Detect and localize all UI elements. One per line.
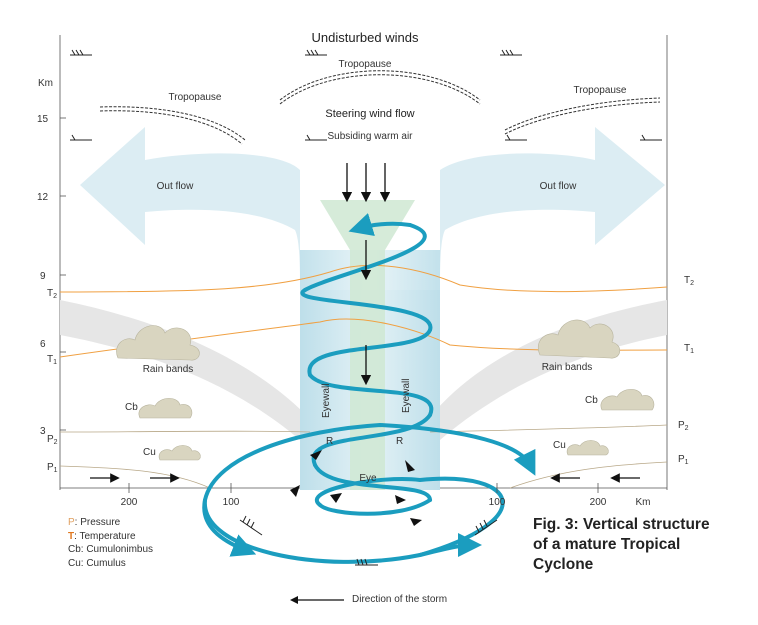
pressure-line-p1-left: [59, 465, 211, 489]
cb-right-label: Cb: [585, 395, 598, 406]
tropopause-left-label: Tropopause: [169, 92, 222, 103]
eyewall-left-label: Eyewall: [321, 384, 332, 418]
left-t2-marker: T2: [47, 288, 57, 300]
wind-barb-icon: [505, 134, 527, 141]
left-t1-marker: T1: [47, 354, 57, 366]
radius-right-label: R: [396, 436, 403, 447]
pressure-line-p2-right: [429, 424, 668, 433]
y-axis-unit: Km: [38, 78, 53, 89]
right-t2-marker: T2: [684, 275, 694, 287]
cloud-cu-left-icon: [158, 445, 201, 461]
legend: P: Pressure T: Temperature Cb: Cumulonim…: [68, 516, 153, 570]
figure-caption: Fig. 3: Vertical structure of a mature T…: [533, 515, 710, 575]
tropopause-left: [99, 106, 246, 141]
radius-left-label: R: [326, 436, 333, 447]
legend-p-text: : Pressure: [74, 517, 121, 528]
outflow-right-label: Out flow: [540, 181, 577, 192]
legend-t-key: T: [68, 530, 75, 542]
eye-label: Eye: [359, 473, 377, 484]
tropopause-right-2: [504, 101, 661, 135]
subsiding-arrows: [341, 163, 391, 386]
wind-flag-icon: [405, 460, 415, 472]
pressure-line-p1-right: [509, 461, 668, 489]
y-tick-15: 15: [37, 114, 49, 125]
distance-left-200: 200: [121, 497, 138, 508]
y-ticks: [60, 117, 66, 431]
cb-left-label: Cb: [125, 402, 138, 413]
caption-line-1: Fig. 3: Vertical structure: [533, 516, 710, 533]
storm-direction-label: Direction of the storm: [352, 594, 448, 605]
wind-barb-icon: [70, 134, 92, 141]
tropopause-left-2: [99, 110, 243, 145]
wind-barb-icon: [474, 519, 498, 536]
outflow-left-label: Out flow: [157, 181, 194, 192]
legend-pressure: P: Pressure: [68, 516, 153, 530]
wind-barb-icon: [305, 134, 327, 141]
distance-ticks: [128, 483, 599, 493]
cloud-cu-right-icon: [566, 440, 609, 456]
legend-cb: Cb: Cumulonimbus: [68, 544, 154, 555]
cu-left-label: Cu: [143, 447, 156, 458]
rain-bands-right-label: Rain bands: [542, 362, 593, 373]
y-tick-12: 12: [37, 192, 49, 203]
tropopause-center-label: Tropopause: [339, 59, 392, 70]
y-tick-6: 6: [40, 339, 46, 350]
wind-flag-icon: [395, 495, 406, 504]
cloud-rainband-right-icon: [538, 319, 621, 359]
wind-barb-icon: [500, 49, 522, 56]
right-p2-marker: P2: [678, 420, 689, 432]
distance-right-100: 100: [489, 497, 506, 508]
tropopause-center-2: [279, 70, 481, 101]
right-p1-marker: P1: [678, 454, 689, 466]
caption-line-2: of a mature Tropical: [533, 536, 681, 553]
steering-wind-label: Steering wind flow: [325, 108, 414, 120]
legend-temperature: T: Temperature: [68, 530, 153, 544]
eyewall-right-label: Eyewall: [401, 379, 412, 413]
left-p2-marker: P2: [47, 434, 58, 446]
y-tick-3: 3: [40, 426, 46, 437]
wind-flag-icon: [310, 450, 322, 460]
wind-barb-icon: [239, 515, 263, 536]
eye-column: [320, 200, 415, 490]
right-t1-marker: T1: [684, 343, 694, 355]
wind-barb-icon: [640, 134, 662, 141]
caption-line-3: Cyclone: [533, 556, 594, 573]
legend-p-key: P: [68, 517, 75, 528]
legend-cu: Cu: Cumulus: [68, 557, 126, 569]
wind-barb-icon: [355, 558, 378, 566]
cloud-icons: [116, 319, 655, 461]
cloud-cb-right-icon: [600, 389, 655, 411]
cloud-cb-left-icon: [138, 398, 193, 419]
eye-wind-flags: [290, 450, 422, 526]
wind-flag-icon: [330, 493, 342, 503]
temperature-line-t2: [59, 264, 668, 293]
distance-left-100: 100: [223, 497, 240, 508]
pressure-line-p2-left: [59, 430, 311, 433]
diagram-title: Undisturbed winds: [312, 30, 419, 45]
storm-direction: Direction of the storm: [290, 594, 447, 605]
legend-t-text: : Temperature: [74, 530, 136, 542]
left-p1-marker: P1: [47, 462, 58, 474]
wind-barbs: [70, 49, 662, 566]
wind-flag-icon: [290, 485, 300, 497]
wind-barb-icon: [305, 49, 327, 56]
distance-right-200: 200: [590, 497, 607, 508]
tropopause-right: [504, 97, 661, 131]
cu-right-label: Cu: [553, 440, 566, 451]
wind-flag-icon: [410, 518, 422, 526]
distance-unit: Km: [636, 497, 651, 508]
cloud-rainband-left-icon: [116, 325, 200, 361]
tropopause-center: [279, 74, 481, 105]
y-tick-9: 9: [40, 271, 46, 282]
tropopause-right-label: Tropopause: [574, 85, 627, 96]
subsiding-air-label: Subsiding warm air: [327, 131, 413, 142]
left-arrow-icon: [290, 595, 344, 604]
rain-band-left: [60, 300, 320, 440]
rain-bands-left-label: Rain bands: [143, 364, 194, 375]
wind-barb-icon: [70, 49, 92, 56]
